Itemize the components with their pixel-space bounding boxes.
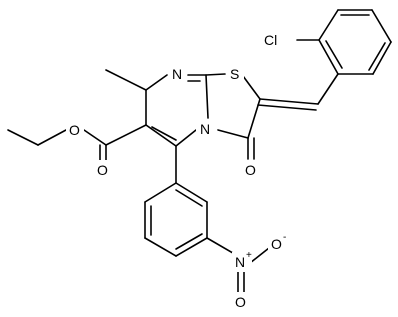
bond — [205, 73, 226, 76]
o-ether-label-bg — [66, 120, 84, 140]
bond — [175, 189, 203, 207]
bond — [151, 126, 177, 141]
bridge-nitrogen-label: N — [200, 121, 210, 137]
bond — [145, 124, 177, 147]
bond — [175, 233, 203, 250]
bond — [249, 247, 270, 264]
bond — [105, 69, 147, 91]
bond — [105, 124, 147, 146]
bond — [83, 129, 107, 146]
bond — [318, 39, 339, 75]
bond — [144, 182, 177, 203]
bond — [217, 129, 249, 139]
nitro-nitrogen-charge: + — [246, 250, 252, 261]
ester-ether-oxygen-label: O — [69, 122, 80, 138]
n-bridge-label-bg — [196, 119, 214, 139]
bond — [145, 74, 168, 91]
ring-sulfur-label: S — [230, 66, 239, 82]
bond — [325, 40, 343, 69]
ketone-oxygen-label: O — [245, 162, 256, 178]
chlorine-atom-label: Cl — [264, 32, 277, 48]
bond — [372, 41, 392, 75]
bond — [7, 129, 39, 146]
bond — [175, 237, 208, 257]
o-ketone-label-bg — [242, 160, 260, 180]
bond — [368, 42, 386, 71]
bond — [318, 9, 339, 41]
bond — [205, 74, 209, 119]
o-nitro-1-label-bg — [268, 234, 292, 254]
nitro-oxygen-2-label: O — [235, 294, 246, 310]
atom-layer: Cl N S N O O O N + O - O — [66, 30, 294, 312]
bond-layer — [7, 9, 392, 293]
bond — [175, 129, 197, 147]
bond — [247, 98, 261, 139]
bond — [144, 237, 177, 257]
bond — [242, 75, 261, 100]
cl-label-bg — [262, 30, 294, 50]
o-nitro-2-label-bg — [232, 292, 252, 312]
ester-carbonyl-oxygen-label: O — [97, 162, 108, 178]
n-nitro-label-bg — [232, 252, 252, 272]
n-ring-label-bg — [168, 64, 186, 84]
nitro-oxygen-1-charge: - — [283, 232, 286, 243]
bond — [37, 129, 67, 146]
bond — [257, 104, 317, 111]
bond — [371, 9, 392, 43]
o-carbonyl-label-bg — [94, 160, 112, 180]
bond — [259, 98, 319, 105]
s-ring-label-bg — [226, 64, 244, 84]
bond — [317, 73, 339, 105]
nitro-nitrogen-label: N — [235, 254, 245, 270]
bond — [175, 182, 208, 203]
nitro-oxygen-1-label: O — [271, 236, 282, 252]
ring-nitrogen-label: N — [172, 66, 182, 82]
